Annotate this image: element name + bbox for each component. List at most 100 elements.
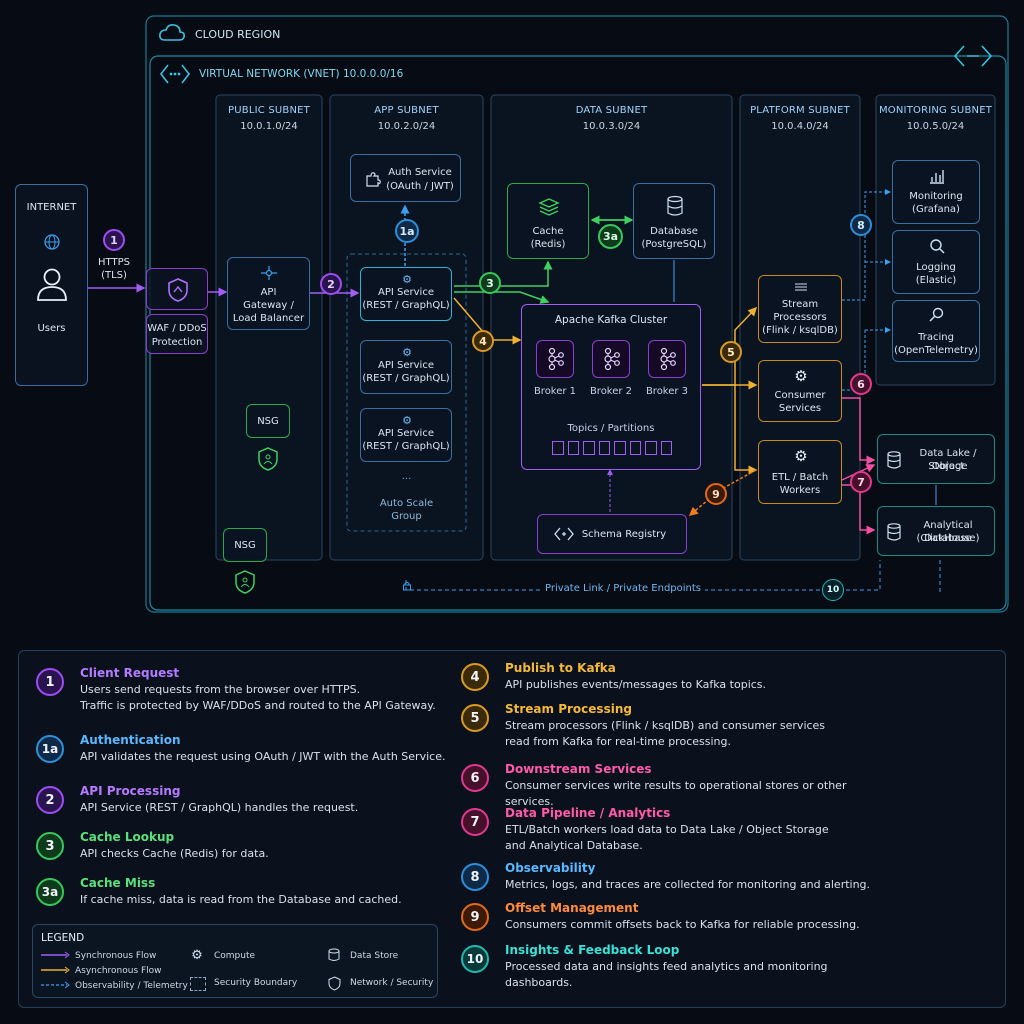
kafka-broker-icon [649,341,685,377]
step-badge-10: 10 [822,579,844,601]
partition-block [598,441,610,455]
step-badge-5: 5 [720,341,742,363]
internet-box[interactable]: INTERNET Users [15,184,88,386]
partition-block [629,441,641,455]
step-description: Processed data and insights feed analyti… [505,960,828,989]
data-store-icon [326,947,342,963]
step-badge-3a: 3a [598,224,623,249]
app-subnet-name: APP SUBNET [374,105,439,116]
kafka-cluster-box[interactable]: Apache Kafka Cluster Broker 1 Broker 2 B… [521,304,701,470]
cache-line1: Cache [532,226,564,237]
step-description: Users send requests from the browser ove… [80,683,436,712]
layers-icon [537,196,561,218]
consumer-line1: Consumer [774,390,826,401]
api-gateway-box[interactable]: API Gateway / Load Balancer [227,257,310,330]
stream-line3: (Flink / ksqlDB) [762,325,838,336]
api-service-1-line2: (REST / GraphQL) [362,300,450,311]
step-number-badge: 3a [36,878,64,906]
partition-block [614,441,626,455]
monitoring-subnet-name: MONITORING SUBNET [878,105,993,116]
data-subnet-name: DATA SUBNET [575,105,648,116]
tls-label: (TLS) [101,270,127,281]
data-lake-line1: Data Lake / Object [919,448,977,472]
private-link-label: Private Link / Private Endpoints [541,583,706,594]
consumer-services-box[interactable]: ⚙ Consumer Services [758,360,842,422]
step-badge-8: 8 [850,214,872,236]
kafka-broker-icon [537,341,573,377]
analytical-db-box[interactable]: Analytical Database (ClickHouse) [877,506,995,556]
api-gateway-line3: Load Balancer [232,313,305,324]
lock-icon [401,580,413,592]
puzzle-icon [363,169,383,189]
logging-box[interactable]: Logging (Elastic) [892,230,980,294]
cache-box[interactable]: Cache (Redis) [507,183,589,259]
step-description: Metrics, logs, and traces are collected … [505,878,871,891]
api-service-box-1[interactable]: ⚙ API Service (REST / GraphQL) [360,267,452,321]
step-number-badge: 5 [461,704,489,732]
data-lake-box[interactable]: Data Lake / Object Storage [877,434,995,484]
database-box[interactable]: Database (PostgreSQL) [633,183,715,259]
step-badge-2: 2 [320,273,342,295]
gear-icon: ⚙ [402,345,412,359]
tracing-box[interactable]: Tracing (OpenTelemetry) [892,300,980,362]
waf-shield-box[interactable] [146,268,208,310]
step-number-badge: 1a [36,735,64,763]
partition-block [583,441,595,455]
step-badge-4: 4 [472,330,494,352]
tracing-line2: (OpenTelemetry) [894,345,978,356]
network-hub-icon [258,264,280,282]
schema-registry-box[interactable]: Schema Registry [537,514,687,554]
step-description: API Service (REST / GraphQL) handles the… [80,801,359,814]
step-title: API Processing [80,784,181,798]
step-description: API validates the request using OAuth / … [80,750,446,763]
step-description: If cache miss, data is read from the Dat… [80,893,402,906]
database-icon [664,194,686,218]
etl-workers-box[interactable]: ⚙ ETL / Batch Workers [758,440,842,504]
bar-chart-icon [927,167,947,185]
step-title: Data Pipeline / Analytics [505,806,671,820]
etl-line2: Workers [779,485,821,496]
nsg-box-2[interactable]: NSG [223,528,267,562]
auth-line1: Auth Service [388,167,452,178]
users-label: Users [37,323,66,334]
consumer-line2: Services [778,403,822,414]
vnet-label: VIRTUAL NETWORK (VNET) 10.0.0.0/16 [199,68,404,80]
step-title: Cache Miss [80,876,156,890]
broker-1-box[interactable] [536,340,574,378]
kafka-broker-icon [593,341,629,377]
broker-2-box[interactable] [592,340,630,378]
step-number-badge: 4 [461,663,489,691]
analytical-db-line1: Analytical Database [923,520,973,544]
schema-registry-label: Schema Registry [581,529,667,540]
autoscale-line2: Group [391,511,422,522]
api-service-3-line1: API Service [378,428,434,439]
step-title: Insights & Feedback Loop [505,943,680,957]
analytical-db-line2: (ClickHouse) [916,533,980,544]
legend-async: Asynchronous Flow [75,966,162,976]
step-badge-6: 6 [850,373,872,395]
gear-icon: ⚙ [402,272,412,286]
monitoring-line1: Monitoring [909,191,963,202]
vnet-corner-icon [953,42,993,70]
step-number-badge: 1 [36,668,64,696]
user-icon [34,265,70,303]
stream-processors-box[interactable]: Stream Processors (Flink / ksqlDB) [758,275,842,343]
nsg1-label: NSG [257,416,279,427]
api-service-2-line1: API Service [378,360,434,371]
vnet-icon [158,62,192,86]
api-service-box-3[interactable]: ⚙ API Service (REST / GraphQL) [360,408,452,462]
step-badge-1: 1 [103,229,125,251]
broker-3-label: Broker 3 [645,386,689,397]
monitoring-box[interactable]: Monitoring (Grafana) [892,160,980,224]
topics-label: Topics / Partitions [567,423,655,434]
database-icon [884,449,904,471]
platform-subnet-name: PLATFORM SUBNET [750,105,850,116]
auth-service-box[interactable]: Auth Service (OAuth / JWT) [350,154,461,202]
broker-3-box[interactable] [648,340,686,378]
public-subnet-cidr: 10.0.1.0/24 [240,121,298,132]
broker-1-label: Broker 1 [533,386,577,397]
step-description: Consumer services write results to opera… [505,779,847,808]
step-badge-1a: 1a [395,219,419,243]
nsg-box-1[interactable]: NSG [246,404,290,438]
api-service-box-2[interactable]: ⚙ API Service (REST / GraphQL) [360,340,452,394]
